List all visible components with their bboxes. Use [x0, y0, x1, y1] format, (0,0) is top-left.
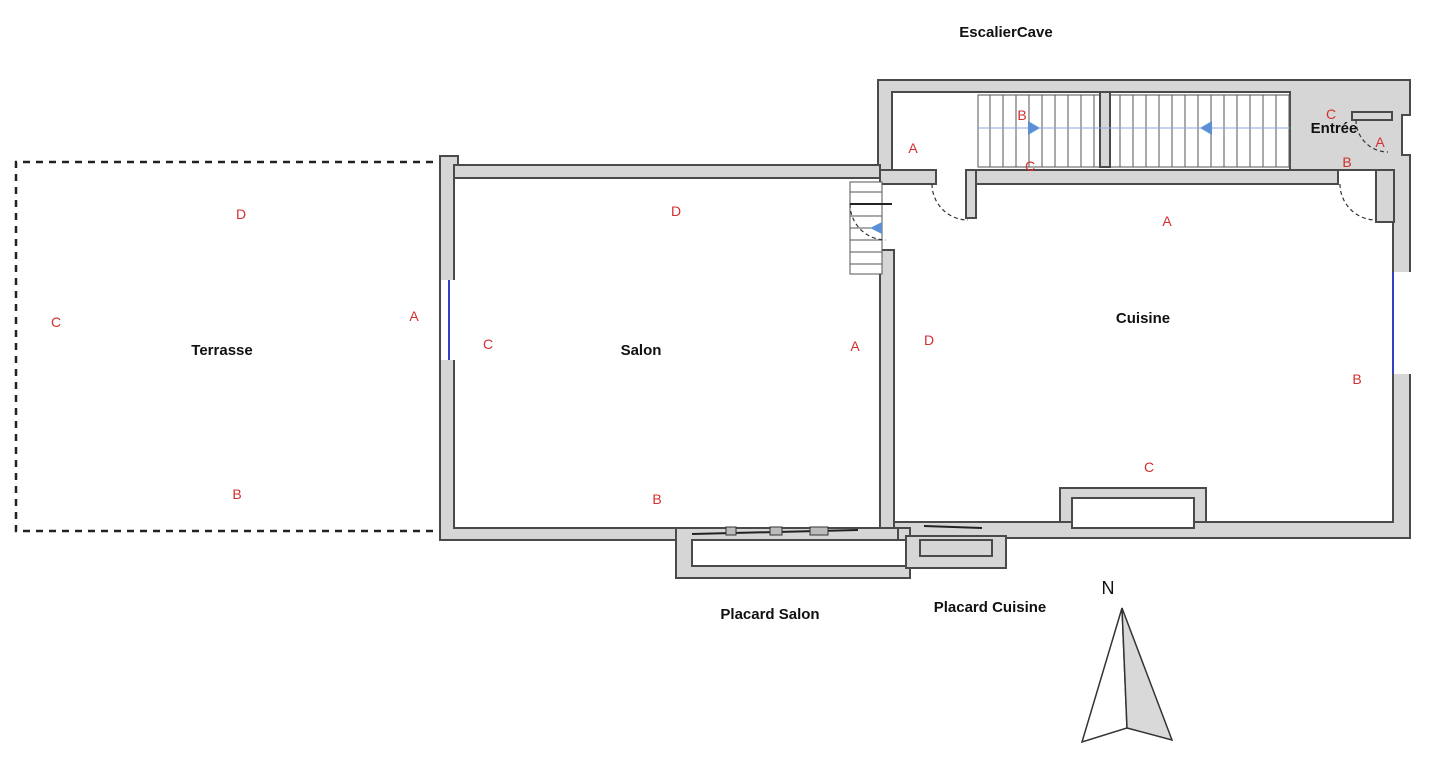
wall-letter-terrasse-left: C: [51, 314, 61, 330]
small-stairs-arrow: [870, 222, 882, 234]
wall-letter-cuisine-bottom: C: [1144, 459, 1154, 475]
cuisine-alcove-inner: [1071, 497, 1195, 529]
room-label-escaliercave: EscalierCave: [959, 24, 1052, 41]
wall-letter-cuisine-right: B: [1352, 371, 1361, 387]
placard-salon-door-panel-3: [809, 526, 829, 536]
escalier-arrow-right: [1028, 121, 1040, 135]
entree-door-frame: [1351, 111, 1393, 121]
placard-cuisine-door: [923, 525, 983, 529]
cuisine-window-gap: [1392, 272, 1412, 374]
placard-salon-door-panel-2: [769, 526, 783, 536]
wall-letter-terrasse-top: D: [236, 206, 246, 222]
wall-letter-entree-bottom: B: [1342, 154, 1351, 170]
wall-letter-terrasse-bottom: B: [232, 486, 241, 502]
room-label-terrasse: Terrasse: [191, 342, 252, 359]
placard-salon-door-panel-1: [725, 526, 737, 536]
wall-letter-cuisine-top: A: [1162, 213, 1172, 229]
wall-letter-entree-top: C: [1326, 106, 1336, 122]
small-stairs-door-swing: [849, 203, 887, 241]
escalier-bottom-wall-left: [879, 169, 937, 185]
room-label-placard-cuisine: Placard Cuisine: [934, 599, 1047, 616]
cuisine-top-stub: [965, 169, 977, 219]
escalier-treads: [989, 95, 1290, 167]
salon-cuisine-wall: [879, 249, 895, 529]
escalier-stairs-box: [977, 94, 1291, 168]
wall-letter-terrasse-right: A: [409, 308, 419, 324]
terrace-outline: [14, 160, 446, 533]
room-label-placard-salon: Placard Salon: [720, 606, 819, 623]
wall-letter-salon-right: A: [850, 338, 860, 354]
escalier-center-wall: [1099, 91, 1111, 168]
wall-letter-escalier-left: A: [908, 140, 918, 156]
escalier-arrow-left: [1200, 121, 1212, 135]
wall-letter-escalier-top: B: [1017, 107, 1026, 123]
salon-top-wall: [453, 164, 881, 179]
entree-door-swing: [1355, 119, 1389, 153]
cuisine-door-swing-right: [1339, 183, 1377, 221]
wall-letter-escalier-bottom: C: [1025, 158, 1035, 174]
room-label-salon: Salon: [621, 342, 662, 359]
compass-label: N: [1102, 578, 1115, 598]
room-label-cuisine: Cuisine: [1116, 310, 1170, 327]
wall-letter-salon-top: D: [671, 203, 681, 219]
placard-cuisine: [905, 535, 1007, 569]
room-label-entree: Entrée: [1311, 120, 1358, 137]
entree-right-stub: [1375, 169, 1395, 223]
wall-letter-cuisine-left: D: [924, 332, 934, 348]
north-arrow-icon: [1080, 607, 1174, 744]
wall-letter-entree-right: A: [1375, 134, 1385, 150]
placard-salon: [675, 527, 911, 579]
cuisine-door-swing-left: [931, 183, 969, 221]
wall-letter-salon-bottom: B: [652, 491, 661, 507]
wall-letter-salon-left: C: [483, 336, 493, 352]
